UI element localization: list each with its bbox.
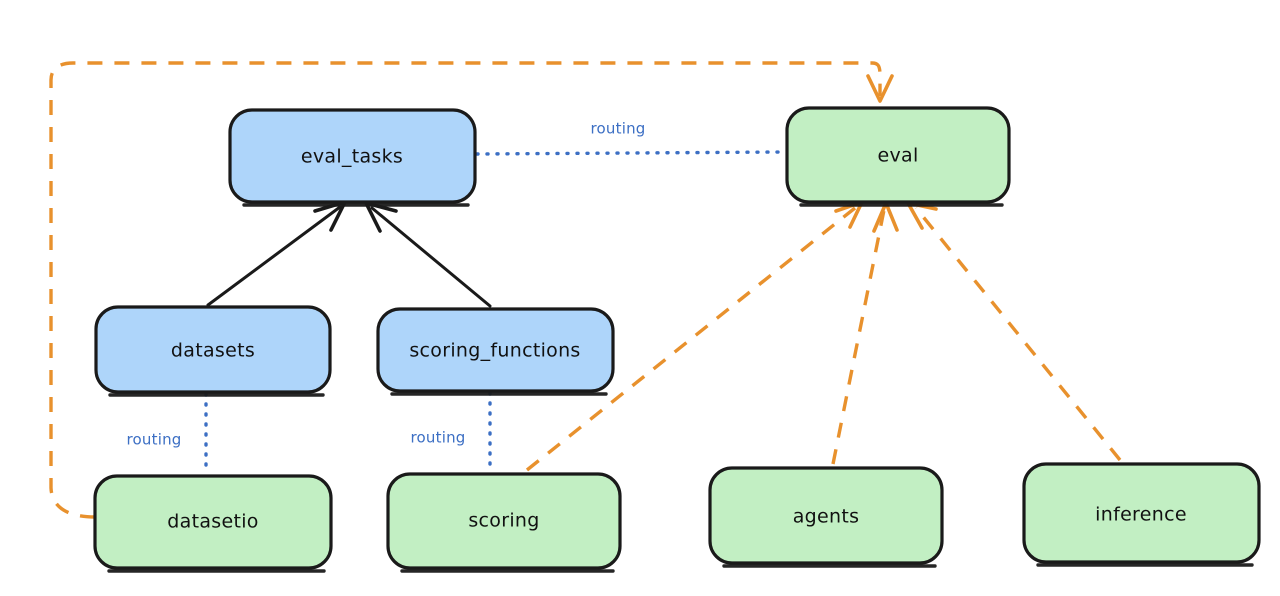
node-scoring[interactable]: scoring xyxy=(386,472,622,573)
edge-label-text: routing xyxy=(411,429,466,447)
node-scoring-functions-label: scoring_functions xyxy=(409,340,580,362)
node-scoring-functions[interactable]: scoring_functions xyxy=(376,307,615,396)
edge-label-routing-eval-tasks-eval: routing xyxy=(572,115,664,141)
node-datasetio-label: datasetio xyxy=(167,511,258,533)
node-eval[interactable]: eval xyxy=(785,106,1011,207)
node-datasetio[interactable]: datasetio xyxy=(93,474,333,573)
node-datasets-label: datasets xyxy=(171,340,255,362)
node-scoring-label: scoring xyxy=(468,510,539,532)
edge-eval-tasks-eval-routing xyxy=(475,150,785,156)
node-datasets[interactable]: datasets xyxy=(94,305,332,397)
node-agents-label: agents xyxy=(793,506,860,528)
edge-label-routing-datasets-datasetio: routing xyxy=(108,426,200,452)
node-agents[interactable]: agents xyxy=(708,466,944,568)
node-eval-label: eval xyxy=(877,145,918,167)
edge-label-routing-scoring-functions-scoring: routing xyxy=(392,424,484,450)
node-inference[interactable]: inference xyxy=(1022,462,1261,567)
edge-label-text: routing xyxy=(591,120,646,138)
node-eval-tasks[interactable]: eval_tasks xyxy=(228,108,477,207)
edge-datasetio-eval xyxy=(49,61,894,519)
node-inference-label: inference xyxy=(1095,504,1187,526)
node-eval-tasks-label: eval_tasks xyxy=(301,146,403,168)
edge-label-text: routing xyxy=(127,431,182,449)
